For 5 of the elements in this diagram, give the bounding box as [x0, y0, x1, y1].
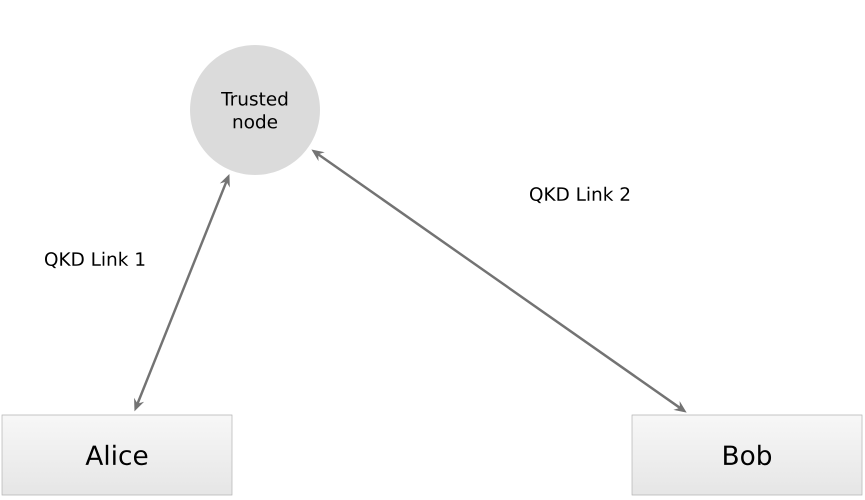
- edge-label: QKD Link 1: [45, 252, 144, 268]
- circle-node: Trusted node: [190, 45, 320, 175]
- process-box: Alice: [2, 414, 232, 496]
- process-box: Bob: [632, 414, 862, 496]
- edge-label: QKD Link 2: [530, 186, 630, 204]
